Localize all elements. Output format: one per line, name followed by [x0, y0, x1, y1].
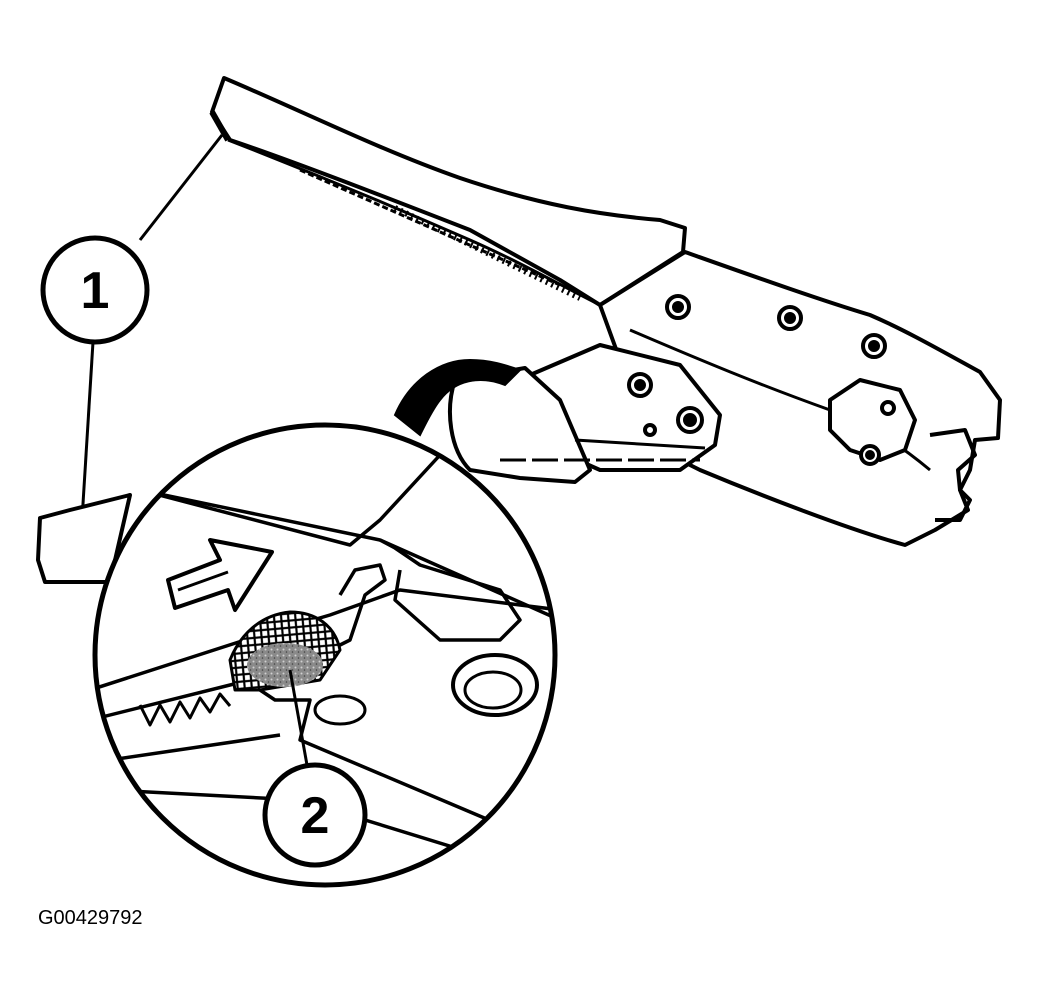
detail-magnifier: [92, 422, 558, 888]
cable-boot: [393, 358, 522, 437]
handbrake-lever: [209, 76, 1002, 547]
callout-2: 2: [262, 762, 368, 868]
callout-1-leader: [80, 134, 224, 521]
svg-text:1: 1: [81, 262, 110, 320]
svg-text:2: 2: [301, 787, 330, 845]
callout-1: 1: [40, 235, 150, 345]
callout-2-leader: [288, 669, 309, 766]
figure-code: G00429792: [38, 907, 143, 929]
